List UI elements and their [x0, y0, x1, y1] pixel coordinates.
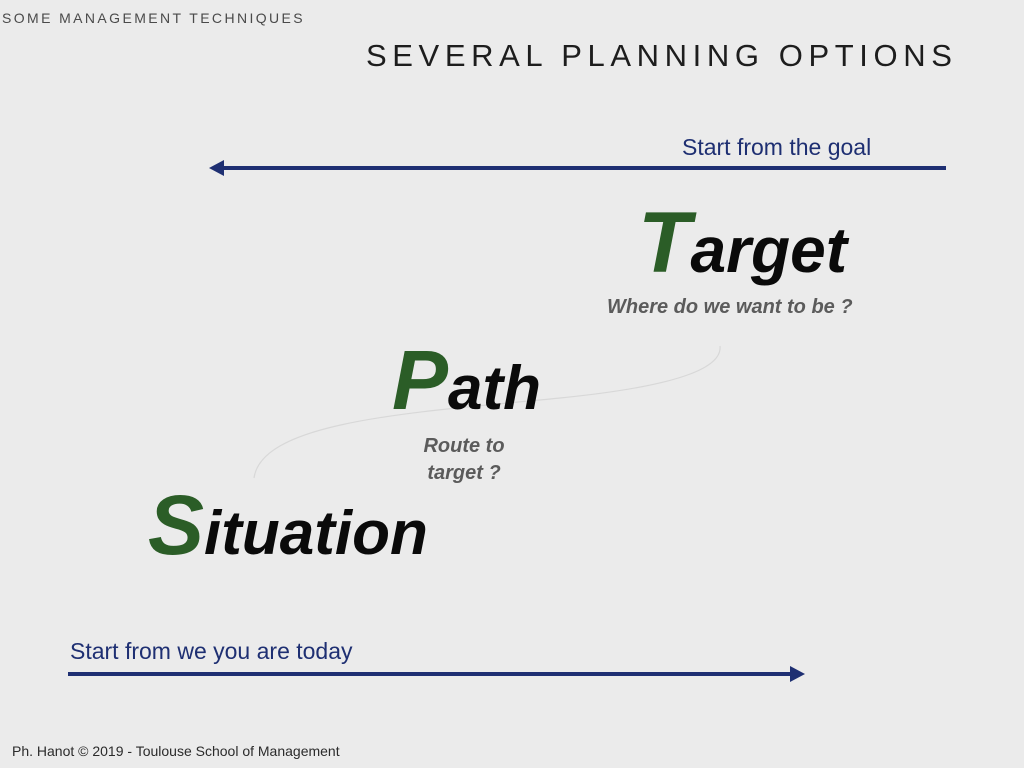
footer-credit: Ph. Hanot © 2019 - Toulouse School of Ma… — [12, 743, 340, 759]
situation-word: Situation — [148, 483, 428, 567]
path-rest: ath — [448, 354, 542, 423]
goal-arrow-head — [209, 160, 224, 176]
target-initial: T — [638, 195, 691, 291]
path-initial: P — [392, 333, 449, 427]
connector-curve — [253, 345, 721, 479]
situation-rest: ituation — [204, 499, 428, 568]
today-arrow-head — [790, 666, 805, 682]
path-subtitle: Route to target ? — [423, 435, 505, 484]
situation-initial: S — [148, 478, 205, 572]
goal-arrow-label: Start from the goal — [682, 134, 872, 160]
path-word: Path — [392, 338, 541, 422]
slide-title: SEVERAL PLANNING OPTIONS — [366, 38, 958, 73]
section-label: SOME MANAGEMENT TECHNIQUES — [2, 10, 306, 26]
target-subtitle: Where do we want to be ? — [607, 296, 853, 318]
today-arrow-label: Start from we you are today — [70, 638, 353, 664]
target-rest: arget — [690, 214, 848, 286]
target-word: Target — [638, 200, 847, 286]
